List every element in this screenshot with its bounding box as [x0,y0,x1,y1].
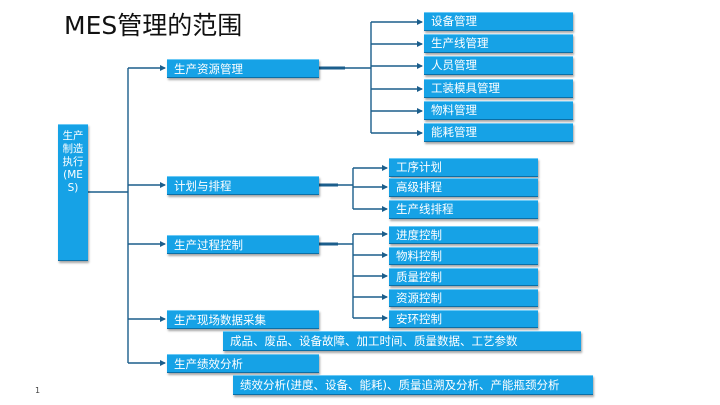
branch-node-performance: 生产绩效分析 [167,354,319,373]
page-title: MES管理的范围 [64,11,243,40]
branch-node-data-collection: 生产现场数据采集 [167,310,319,329]
leaf-material-control: 物料控制 [389,247,538,265]
leaf-energy: 能耗管理 [424,123,573,142]
detail-data-collection: 成品、废品、设备故障、加工时间、质量数据、工艺参数 [223,331,581,351]
branch-node-planning: 计划与排程 [167,176,319,195]
leaf-advanced-scheduling: 高级排程 [389,178,538,197]
leaf-progress-control: 进度控制 [389,226,538,244]
root-node: 生产制造执行(MES) [58,124,88,261]
leaf-resource-control: 资源控制 [389,289,538,307]
leaf-equipment: 设备管理 [424,12,573,31]
branch-node-resources: 生产资源管理 [167,59,319,78]
leaf-line-scheduling: 生产线排程 [389,200,538,219]
branch-1-fan [318,22,372,133]
leaf-materials: 物料管理 [424,101,573,120]
leaf-safety-env-control: 安环控制 [389,310,538,328]
leaf-process-plan: 工序计划 [389,158,538,177]
page-number: 1 [35,386,41,395]
leaf-personnel: 人员管理 [424,56,573,75]
leaf-quality-control: 质量控制 [389,268,538,286]
leaf-production-line: 生产线管理 [424,34,573,53]
branch-node-process-control: 生产过程控制 [167,235,319,254]
root-trunk-line [88,68,129,363]
branch-3-fan [318,234,354,318]
branch-2-fan [318,168,354,209]
detail-performance: 绩效分析(进度、设备、能耗)、质量追溯及分析、产能瓶颈分析 [233,375,593,395]
leaf-tooling: 工装模具管理 [424,79,573,98]
